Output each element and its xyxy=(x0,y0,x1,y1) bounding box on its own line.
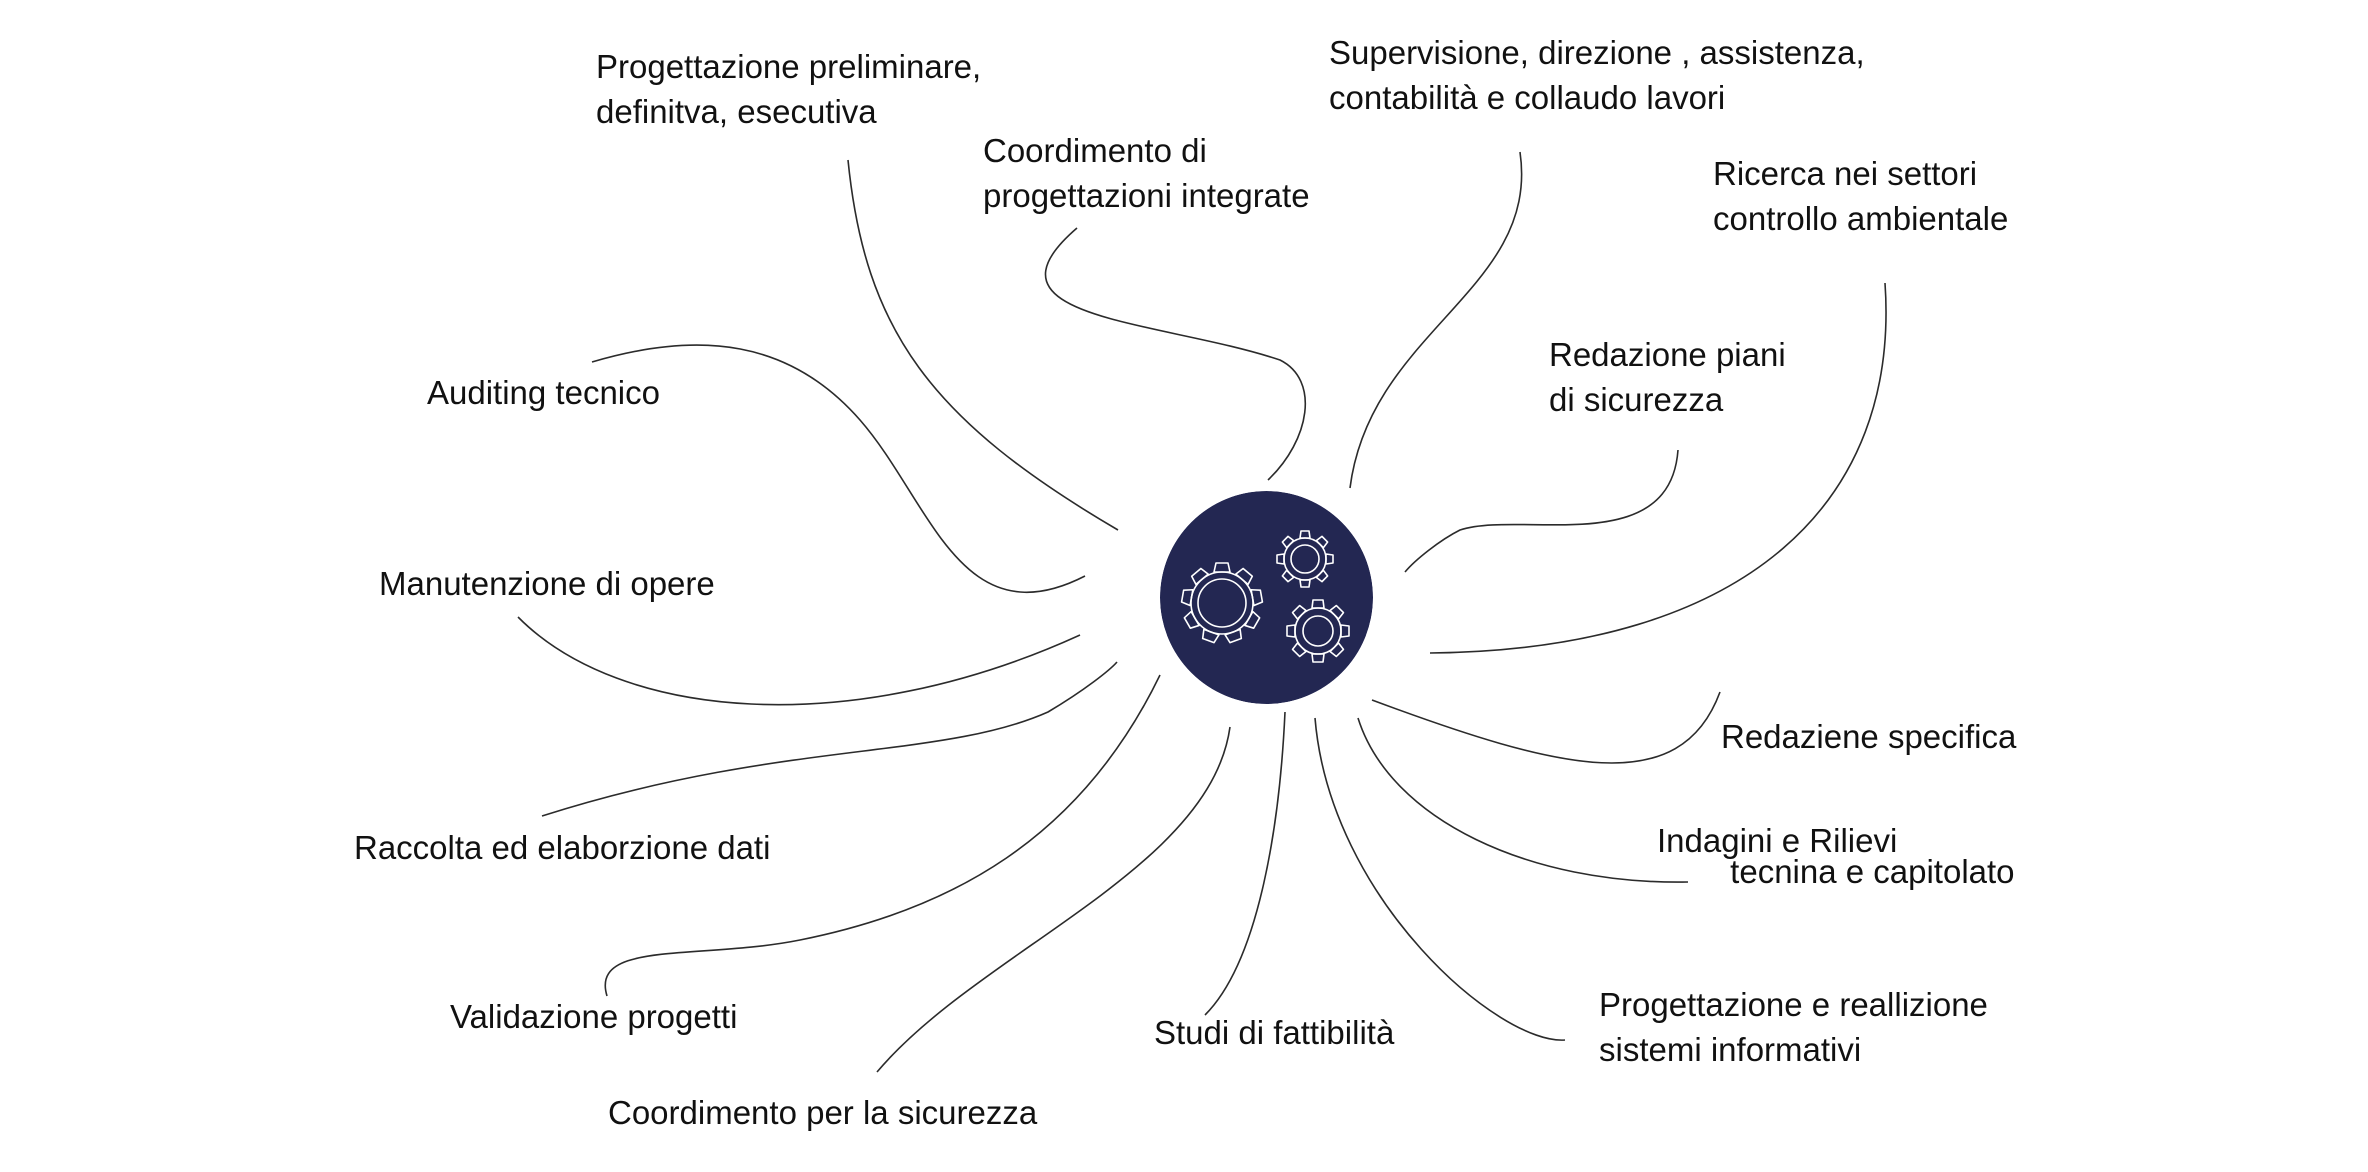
topic-label-line: Manutenzione di opere xyxy=(379,565,715,602)
topic-label-line: Raccolta ed elaborzione dati xyxy=(354,829,771,866)
connector-redaziene-specifica xyxy=(1371,691,1721,764)
connector-ricerca xyxy=(1429,282,1887,654)
connector-validazione xyxy=(604,674,1161,997)
connector-progettazione xyxy=(847,159,1119,531)
topic-coordimento-sicurezza: Coordimento per la sicurezza xyxy=(608,1090,1037,1135)
topic-label-line: Auditing tecnico xyxy=(427,374,660,411)
connector-supervisione xyxy=(1349,151,1523,489)
gears-icon xyxy=(1160,491,1373,704)
connector-auditing xyxy=(591,344,1086,593)
topic-label-line: Redaziene specifica xyxy=(1721,718,2017,755)
topic-label-line: Coordimento per la sicurezza xyxy=(608,1094,1038,1131)
topic-label-line: contabilità e collaudo lavori xyxy=(1329,79,1726,116)
connector-coordimento-sicurezza xyxy=(876,726,1231,1073)
topic-label-line: sistemi informativi xyxy=(1599,1031,1862,1068)
topic-progettazione: Progettazione preliminare, definitva, es… xyxy=(596,44,981,134)
topic-label-line: Supervisione, direzione , assistenza, xyxy=(1329,34,1865,71)
connector-indagini xyxy=(1357,717,1689,883)
topic-raccolta: Raccolta ed elaborzione dati xyxy=(354,825,770,870)
topic-manutenzione: Manutenzione di opere xyxy=(379,561,715,606)
topic-label-line: di sicurezza xyxy=(1549,381,1724,418)
topic-label-line: Progettazione preliminare, xyxy=(596,48,982,85)
topic-coordimento-progettazioni: Coordimento di progettazioni integrate xyxy=(983,128,1310,218)
topic-label-line: Redazione piani xyxy=(1549,336,1786,373)
topic-label-line: Coordimento di xyxy=(983,132,1207,169)
topic-progettazione-sistemi: Progettazione e reallizione sistemi info… xyxy=(1599,982,1988,1072)
topic-indagini: Indagini e Rilievi xyxy=(1657,818,1897,863)
topic-ricerca: Ricerca nei settori controllo ambientale xyxy=(1713,151,2008,241)
topic-label-line: tecnina e capitolato xyxy=(1721,853,2015,890)
topic-label-line: Indagini e Rilievi xyxy=(1657,822,1898,859)
topic-label-line: Validazione progetti xyxy=(450,998,738,1035)
connector-raccolta xyxy=(541,661,1118,817)
topic-label-line: progettazioni integrate xyxy=(983,177,1310,214)
topic-supervisione: Supervisione, direzione , assistenza, co… xyxy=(1329,30,1865,120)
connector-redazione-piani xyxy=(1404,449,1679,573)
topic-label-line: controllo ambientale xyxy=(1713,200,2009,237)
connector-studi xyxy=(1204,711,1286,1016)
connector-manutenzione xyxy=(517,616,1081,706)
topic-studi: Studi di fattibilità xyxy=(1154,1010,1394,1055)
topic-label-line: Progettazione e reallizione xyxy=(1599,986,1988,1023)
topic-redazione-piani: Redazione piani di sicurezza xyxy=(1549,332,1786,422)
topic-label-line: definitva, esecutiva xyxy=(596,93,877,130)
topic-validazione: Validazione progetti xyxy=(450,994,737,1039)
topic-redaziene-specifica: Redaziene specifica tecnina e capitolato xyxy=(1721,624,2016,984)
connector-progettazione-sistemi xyxy=(1314,717,1566,1041)
topic-label-line: Ricerca nei settori xyxy=(1713,155,1978,192)
central-hub xyxy=(1160,491,1373,704)
topic-auditing: Auditing tecnico xyxy=(427,370,660,415)
connector-coordimento-progettazioni xyxy=(1044,227,1307,481)
topic-label-line: Studi di fattibilità xyxy=(1154,1014,1395,1051)
